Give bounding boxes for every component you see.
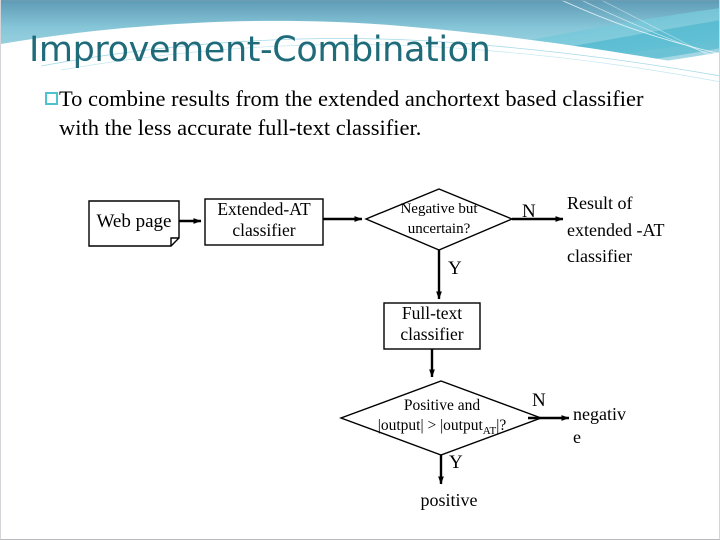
node-label-web-page: Web page: [96, 211, 172, 232]
edge-label-positive-condition-no: N: [532, 390, 546, 411]
terminal-positive-outcome: positive: [420, 490, 478, 510]
bullet-item: To combine results from the extended anc…: [45, 84, 685, 142]
condition-line-1: Positive and: [403, 397, 481, 414]
node-label-full-text-classifier: Full-text classifier: [400, 303, 464, 345]
node-label-extended-at-classifier: Extended-AT classifier: [217, 199, 311, 241]
square-bullet-icon: [45, 92, 58, 105]
node-label-negative-but-uncertain: Negative but uncertain?: [400, 201, 478, 237]
bullet-text: To combine results from the extended anc…: [59, 86, 644, 140]
condition-subscript: AT: [482, 425, 497, 438]
condition-line-2a: |output| > |output: [377, 417, 483, 435]
terminal-negative-outcome: negativ e: [573, 404, 626, 448]
edge-label-negative-uncertain-no: N: [522, 201, 536, 222]
body-content: To combine results from the extended anc…: [45, 84, 685, 142]
node-label-positive-condition: Positive and |output| > |outputAT|?: [349, 396, 535, 439]
page-title: Improvement-Combination: [29, 30, 491, 70]
condition-line-2b: |?: [496, 417, 507, 435]
terminal-result-of-extended-at-classifier: Result of extended -AT classifier: [567, 193, 665, 267]
edge-label-positive-condition-yes: Y: [449, 452, 463, 473]
edge-label-negative-uncertain-yes: Y: [448, 258, 462, 279]
